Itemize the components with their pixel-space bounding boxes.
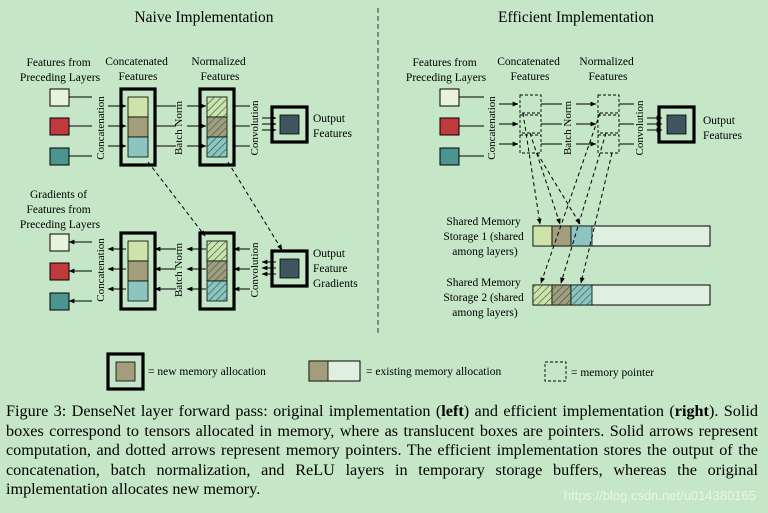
left-top-input-red: [49, 117, 70, 136]
left-top-concat-cell-1: [127, 96, 149, 118]
left-bottom-convolution-label: Convolution: [249, 242, 261, 298]
legend-existing-memory-label: = existing memory allocation: [366, 366, 501, 378]
legend-new-memory-label: = new memory allocation: [148, 366, 266, 378]
left-bottom-concat-cell-1: [127, 240, 149, 262]
left-bottom-batchnorm-label: Batch Norm: [173, 243, 185, 298]
shared-memory-2-label: Shared Memory Storage 2 (shared among la…: [443, 277, 526, 319]
left-top-concat-cell-3: [127, 136, 149, 158]
left-normalized-label: Normalized Features: [191, 56, 248, 83]
right-concatenation-label: Concatenation: [486, 96, 498, 160]
right-features-preceding-label: Features from Preceding Layers: [406, 57, 487, 84]
left-pointer-concat: [147, 161, 206, 237]
left-top-concat-block: [119, 87, 157, 167]
shared-memory-1-label: Shared Memory Storage 1 (shared among la…: [443, 216, 526, 258]
left-top-input-teal: [49, 147, 70, 166]
left-pointer-output: [227, 161, 283, 251]
right-concat-pointer-1: [519, 94, 542, 114]
right-norm-pointer-2: [597, 114, 620, 134]
right-batchnorm-label: Batch Norm: [562, 101, 574, 156]
right-convolution-label: Convolution: [634, 100, 646, 156]
caption-left: left: [441, 402, 464, 420]
left-features-preceding-label: Features from Preceding Layers: [20, 57, 101, 84]
left-top-batchnorm-label: Batch Norm: [173, 101, 185, 156]
left-bottom-concatenation-label: Concatenation: [95, 238, 107, 302]
right-output-features-box: [657, 105, 696, 144]
left-bottom-concat-cell-2: [127, 260, 149, 282]
left-output-features-box: [270, 105, 309, 144]
right-concat-pointer-2: [519, 114, 542, 134]
shared-memory-1-cell-2: [551, 225, 572, 247]
left-output-gradients-box: [270, 249, 309, 288]
right-input-teal: [439, 147, 460, 166]
right-normalized-label: Normalized Features: [579, 56, 636, 83]
legend-memory-pointer-label: = memory pointer: [571, 367, 654, 379]
right-input-red: [439, 117, 460, 136]
caption-right: right: [674, 402, 709, 420]
pointers-to-memory-2: [540, 112, 613, 284]
left-bottom-input-teal: [49, 292, 70, 311]
left-output-gradients-label: Output Feature Gradients: [313, 248, 358, 290]
right-input-light: [439, 88, 460, 107]
shared-memory-1-cell-1: [532, 225, 553, 247]
watermark: https://blog.csdn.net/u014380165: [563, 488, 756, 503]
right-concat-pointer-3: [519, 134, 542, 154]
left-bottom-concat-cell-3: [127, 280, 149, 302]
left-concatenated-label: Concatenated Features: [105, 56, 170, 83]
left-top-concat-cell-2: [127, 116, 149, 138]
shared-memory-1-cell-3: [570, 225, 593, 247]
right-output-features-label: Output Features: [703, 115, 742, 142]
left-top-convolution-label: Convolution: [249, 100, 261, 156]
left-bottom-input-red: [49, 262, 70, 281]
figure-caption: Figure 3: DenseNet layer forward pass: o…: [6, 402, 758, 499]
left-bottom-input-light: [49, 233, 70, 252]
left-title: Naive Implementation: [134, 9, 273, 26]
left-top-input-light: [49, 88, 70, 107]
right-norm-pointer-1: [597, 94, 620, 114]
legend-new-memory-box: [106, 352, 145, 391]
legend-memory-pointer-box: [544, 361, 567, 382]
left-top-concatenation-label: Concatenation: [95, 96, 107, 160]
right-title: Efficient Implementation: [498, 9, 654, 26]
right-concatenated-label: Concatenated Features: [497, 56, 562, 83]
left-output-features-label: Output Features: [313, 113, 352, 140]
pointers-to-memory-1: [522, 112, 581, 225]
left-top-norm-block: [198, 87, 236, 167]
left-gradients-preceding-label: Gradients of Features from Preceding Lay…: [20, 189, 101, 231]
densenet-diagram: Naive Implementation Features from Prece…: [20, 8, 742, 391]
